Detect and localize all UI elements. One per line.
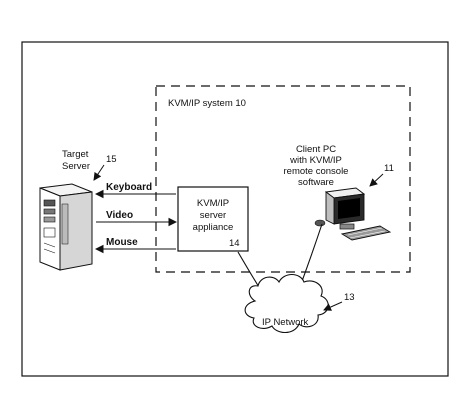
client-pc-icon [314, 187, 392, 241]
appliance-ref: 14 [229, 238, 240, 249]
client-leader [369, 173, 384, 187]
mouse-label: Mouse [106, 237, 138, 248]
network-ref: 13 [344, 292, 355, 303]
client-line2: with KVM/IP [289, 155, 342, 166]
outer-frame [21, 41, 449, 377]
network-label: IP Network [262, 317, 309, 328]
client-line3: remote console [284, 166, 349, 177]
server-icon [39, 183, 93, 271]
target-server-label-line2: Server [62, 161, 90, 172]
network-leader [323, 301, 343, 311]
client-line4: software [298, 177, 334, 188]
appliance-line1: KVM/IP [197, 198, 229, 209]
system-label: KVM/IP system 10 [168, 98, 246, 109]
target-server-leader [93, 164, 105, 181]
keyboard-label: Keyboard [106, 182, 152, 193]
appliance-line3: appliance [193, 222, 234, 233]
video-label: Video [106, 210, 133, 221]
target-server-ref: 15 [106, 154, 117, 165]
client-line1: Client PC [296, 144, 336, 155]
kvm-appliance-box [177, 186, 249, 252]
client-ref: 11 [384, 163, 394, 174]
appliance-line2: server [200, 210, 226, 221]
target-server-label-line1: Target [62, 149, 89, 160]
kvm-ip-system-boundary [155, 85, 411, 273]
